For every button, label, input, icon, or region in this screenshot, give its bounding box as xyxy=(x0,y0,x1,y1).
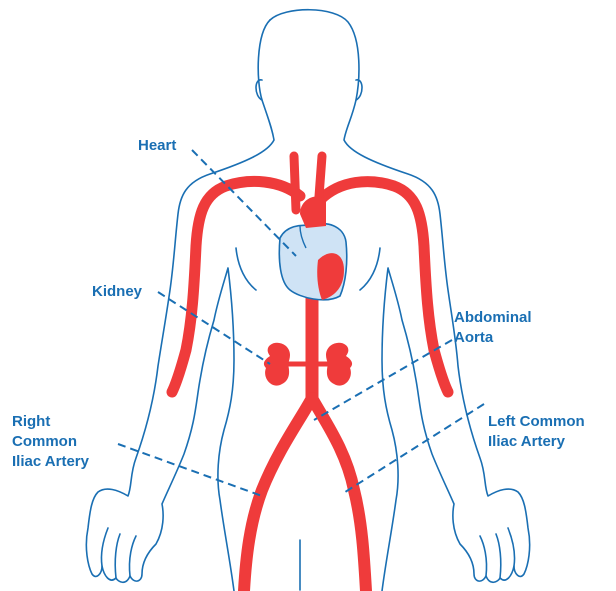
label-left-common-iliac-line2: Iliac Artery xyxy=(488,433,566,450)
label-right-common-iliac-line3: Iliac Artery xyxy=(12,453,90,470)
left-kidney xyxy=(326,343,352,386)
label-abdominal-aorta-line1: Abdominal xyxy=(454,309,532,326)
right-kidney xyxy=(264,343,290,386)
label-right-common-iliac-line1: Right xyxy=(12,413,50,430)
label-heart: Heart xyxy=(138,137,176,154)
label-left-common-iliac-line1: Left Common xyxy=(488,413,585,430)
label-abdominal-aorta-line2: Aorta xyxy=(454,329,494,346)
label-kidney: Kidney xyxy=(92,283,143,300)
left-common-iliac-vessel xyxy=(312,398,366,591)
heart-organ xyxy=(279,196,346,300)
left-iliac-leader xyxy=(342,404,484,494)
kidney-leader xyxy=(158,292,270,364)
right-carotid-artery xyxy=(294,156,296,210)
right-common-iliac-vessel xyxy=(244,398,312,591)
right-iliac-leader xyxy=(118,444,262,496)
label-right-common-iliac-line2: Common xyxy=(12,433,77,450)
